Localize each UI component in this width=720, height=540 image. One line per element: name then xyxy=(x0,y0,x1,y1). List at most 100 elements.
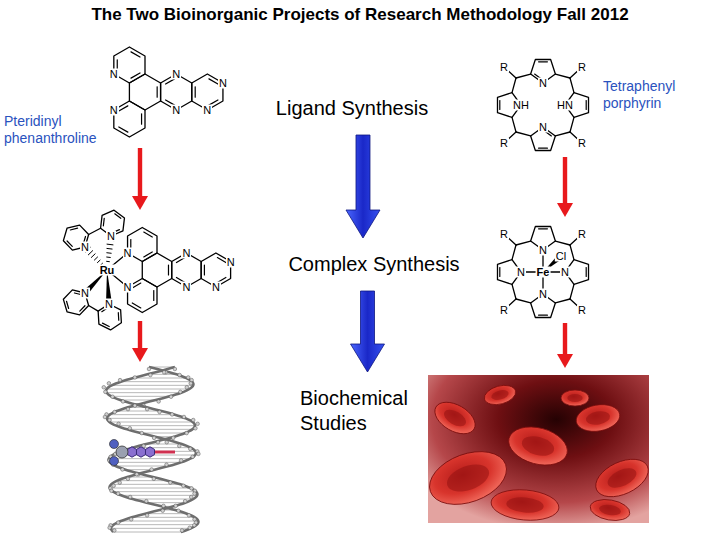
double-bond-line xyxy=(539,315,548,316)
dna-strand xyxy=(107,367,198,532)
atom-label: N xyxy=(538,245,548,256)
base-pair xyxy=(127,429,193,430)
double-bond-line xyxy=(70,228,77,230)
atom-dot xyxy=(182,415,186,419)
base-pair xyxy=(110,462,182,463)
atom-dot xyxy=(133,404,137,408)
bond-line xyxy=(555,299,570,303)
atom-dot xyxy=(121,400,125,404)
atom-dot xyxy=(179,390,183,394)
cell-dimple xyxy=(605,464,640,492)
atom-label: R xyxy=(577,305,587,316)
double-bond-line xyxy=(586,101,587,110)
red-blood-cell xyxy=(490,487,560,523)
atom-label: Cl xyxy=(555,251,567,262)
bond-line xyxy=(555,241,570,245)
atom-label: N xyxy=(538,289,548,300)
atom-dot xyxy=(133,376,137,380)
base-pair xyxy=(117,480,168,481)
atom-dot xyxy=(192,523,196,527)
ruthenium-complex-structure xyxy=(63,210,230,330)
dna-illustration xyxy=(102,367,200,532)
atom-label: R xyxy=(577,138,587,149)
blood-vessel-picture xyxy=(428,375,649,523)
cell-body xyxy=(504,421,571,471)
atom-dot xyxy=(194,426,198,430)
red-blood-cell xyxy=(589,497,632,523)
cell-body xyxy=(574,401,622,434)
atom-dot xyxy=(158,410,162,414)
base-pair xyxy=(113,524,197,525)
atom-dot xyxy=(188,526,192,530)
atom-dot xyxy=(170,413,174,417)
atom-dot xyxy=(169,395,173,399)
red-blood-cell xyxy=(504,421,571,471)
hashed-bond xyxy=(107,244,113,246)
atom-dot xyxy=(135,473,139,477)
double-bond-line xyxy=(103,218,105,225)
atom-dot xyxy=(145,499,149,503)
metal-center xyxy=(116,446,128,458)
atom-label: R xyxy=(499,229,509,240)
atom-dot xyxy=(188,447,192,451)
double-bond-line xyxy=(499,268,500,277)
double-bond-line xyxy=(67,241,72,246)
ring xyxy=(127,447,136,457)
base-pair xyxy=(115,466,168,467)
atom-label: R xyxy=(577,229,587,240)
atom-dot xyxy=(152,436,156,440)
double-bond-line xyxy=(119,106,128,111)
ring xyxy=(145,447,154,457)
atom-dot xyxy=(196,422,200,426)
cell-body xyxy=(482,382,518,408)
bond-line xyxy=(570,117,574,132)
atom-dot xyxy=(189,382,193,386)
atom-label: R xyxy=(499,305,509,316)
cell-dimple xyxy=(490,388,509,401)
double-bond-line xyxy=(115,214,121,218)
double-bond-line xyxy=(144,232,152,237)
atom-dot xyxy=(102,385,106,389)
base-pair xyxy=(112,385,194,386)
base-pair xyxy=(107,389,190,390)
atom-dot xyxy=(187,514,191,518)
atom-dot xyxy=(174,504,178,508)
atom-label: N xyxy=(538,122,548,133)
base-pair xyxy=(113,491,196,492)
double-bond-line xyxy=(209,79,218,84)
atom-label: N xyxy=(202,105,212,116)
atom-dot xyxy=(178,373,182,377)
base-pair xyxy=(113,532,181,533)
double-bond-line xyxy=(204,265,205,275)
base-pair xyxy=(133,378,186,379)
cell-dimple xyxy=(443,459,493,497)
stage-text: Ligand Synthesis xyxy=(276,96,428,121)
red-blood-cell xyxy=(429,396,480,441)
atom-dot xyxy=(107,382,111,386)
base-pair xyxy=(109,488,190,489)
atom-dot xyxy=(189,495,193,499)
red-blood-cell xyxy=(482,382,518,408)
red-blood-cell xyxy=(574,401,622,434)
arrow-shaft xyxy=(563,323,567,355)
atom-label: N xyxy=(181,282,191,293)
atom-dot xyxy=(177,509,181,513)
atom-label: N xyxy=(104,299,114,310)
atom-dot xyxy=(104,390,108,394)
atom-label: R xyxy=(499,138,509,149)
porphyrin-structure xyxy=(497,59,588,150)
base-pair xyxy=(111,396,170,397)
hashed-bond xyxy=(107,257,111,258)
atom-dot xyxy=(111,395,115,399)
atom-label: N xyxy=(560,267,570,278)
cell-body xyxy=(429,396,480,441)
red-blood-cell xyxy=(590,452,649,505)
atom-label: N xyxy=(538,78,548,89)
double-bond-line xyxy=(80,306,85,311)
double-bond-line xyxy=(153,291,154,301)
ancillary-ligand xyxy=(110,457,119,466)
stage-label: Complex Synthesis xyxy=(284,250,463,279)
atom-label: N xyxy=(181,248,191,259)
bond-line xyxy=(570,284,574,299)
red-arrow xyxy=(557,157,573,217)
